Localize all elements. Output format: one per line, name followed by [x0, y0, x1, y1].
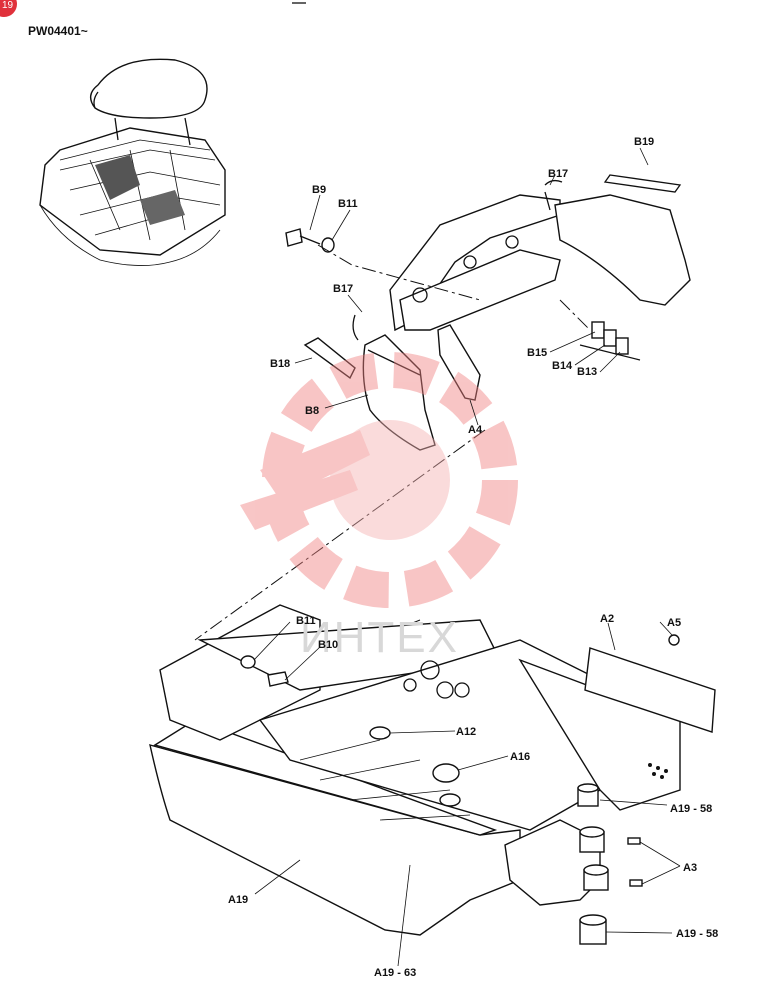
rubber-mount-a19-58-upper — [577, 783, 599, 807]
label-a3: A3 — [683, 862, 697, 874]
part-labels: B19 B17 B9 B11 B17 B18 B8 A4 B15 B14 B13… — [228, 136, 718, 979]
label-b17-top: B17 — [548, 168, 568, 180]
label-a4: A4 — [468, 424, 483, 436]
leader-lines — [253, 147, 681, 967]
label-a19-63: A19 - 63 — [374, 967, 416, 979]
rubber-mount-a19-58-lower — [579, 914, 607, 945]
serial-number: PW04401~ — [28, 24, 88, 38]
rubber-mount-a3-upper — [579, 826, 605, 853]
label-b19: B19 — [634, 136, 654, 148]
watermark-logo — [240, 352, 518, 608]
label-a2: A2 — [600, 613, 614, 625]
seat-assembly-inset — [39, 58, 226, 266]
label-a5: A5 — [667, 617, 681, 629]
label-b17-mid: B17 — [333, 283, 353, 295]
label-a19-58-bot: A19 - 58 — [676, 928, 718, 940]
label-a16: A16 — [510, 751, 530, 763]
label-b9: B9 — [312, 184, 326, 196]
label-b11-low: B11 — [296, 615, 316, 627]
console-upper-assembly — [285, 174, 691, 451]
label-b10: B10 — [318, 639, 338, 651]
label-a19-58-top: A19 - 58 — [670, 803, 712, 815]
label-b8: B8 — [305, 405, 319, 417]
watermark-text: ИНТЕХ — [300, 613, 459, 662]
label-b11-top: B11 — [338, 198, 358, 210]
rubber-mount-a3-lower — [583, 864, 609, 891]
page-badge-text: 19 — [2, 0, 14, 11]
label-b14: B14 — [552, 360, 573, 372]
label-b18: B18 — [270, 358, 290, 370]
label-a12: A12 — [456, 726, 476, 738]
lower-frame-assembly — [149, 604, 716, 945]
label-b15: B15 — [527, 347, 547, 359]
page-badge: 19 — [0, 0, 17, 17]
label-b13: B13 — [577, 366, 597, 378]
label-a19: A19 — [228, 894, 248, 906]
